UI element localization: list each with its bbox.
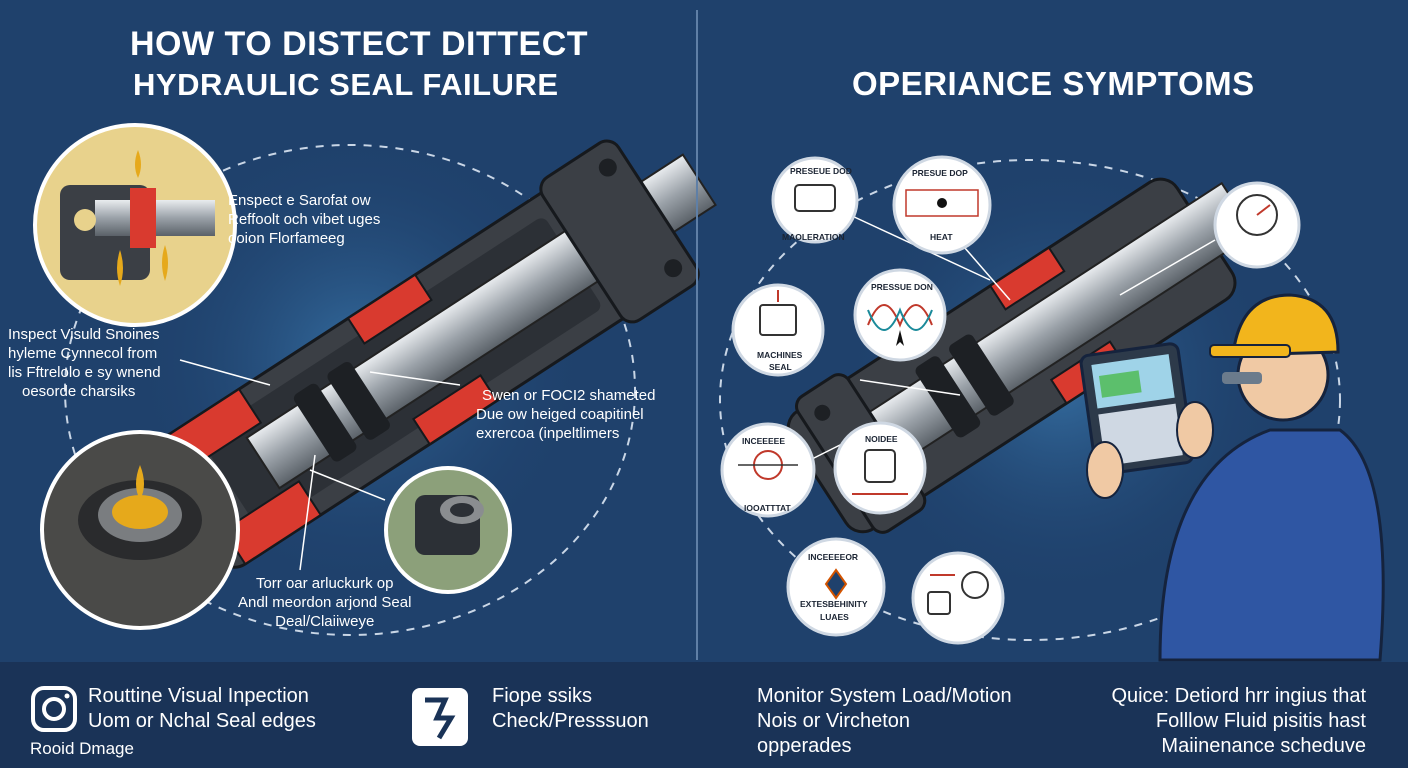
callout-line: Reffoolt och vibet uges (228, 211, 381, 228)
technician-figure (1079, 293, 1385, 662)
inset-leaking-rod (33, 123, 237, 327)
callout-line: hyleme Cynnecol from (8, 345, 158, 362)
callout-line: Due ow heiged coapitinel (476, 406, 644, 423)
callout-line: Torr oar arluckurk op (255, 575, 394, 592)
connector-line (369, 371, 461, 386)
connector-line (1119, 239, 1216, 296)
bubble-pressure-flow (911, 551, 1005, 645)
bubble-label: LUAES (820, 612, 849, 622)
footer-icons (31, 686, 468, 746)
bubble-machines-seal (731, 283, 825, 377)
camera-icon (31, 686, 77, 732)
footer-line: Routtine Visual Inpection (88, 685, 309, 707)
callout-line: Deal/Claiiweye (275, 613, 375, 630)
bubble-label: PRESSUE DON (871, 282, 933, 292)
bubble-label: HEAT (930, 232, 953, 242)
left-dashed-ring (64, 144, 636, 636)
right-dashed-ring (719, 159, 1341, 641)
footer-item-pressure-check: Fiope ssiks Check/Presssuon (492, 684, 649, 734)
connector-line (309, 469, 386, 501)
footer-line: Monitor System Load/Motion (757, 685, 1012, 707)
bubble-label: MAOLERATION (782, 232, 845, 242)
left-title-line2: HYDRAULIC SEAL FAILURE (133, 67, 559, 102)
footer-line: Uom or Nchal Seal edges (88, 710, 316, 732)
panel-divider (696, 10, 698, 660)
callout-left: Inspect Visuld Snoines hyleme Cynnecol f… (8, 325, 161, 401)
footer-line: Fiope ssiks (492, 685, 593, 707)
footer-bar (0, 662, 1408, 768)
bubble-increase-vibration (720, 422, 816, 518)
inset-damaged-seal (384, 466, 512, 594)
callout-bottom: Torr oar arluckurk op Andl meordon arjon… (238, 574, 411, 631)
bubble-label: INCEEEEOR (808, 552, 859, 562)
bubble-label: PRESUE DOP (912, 168, 968, 178)
bubble-pressure-drop-machine (771, 156, 859, 244)
callout-line: lis Fftrelolo e sy wnend (8, 364, 161, 381)
connector-line (299, 454, 316, 571)
right-title: OPERIANCE SYMPTOMS (852, 65, 1255, 102)
callout-line: Andl meordon arjond Seal (238, 594, 412, 611)
footer-line: Maiinenance scheduve (1161, 735, 1366, 757)
bubble-label: MACHINES (757, 350, 803, 360)
bubble-label: NOIDEE (865, 434, 898, 444)
footer-item-monitor-load: Monitor System Load/Motion Nois or Virch… (757, 684, 1012, 759)
pressure-gauge-icon (412, 688, 468, 746)
bubble-label: EXTESBEHINITY (800, 599, 868, 609)
connector-line (179, 359, 271, 386)
inset-oil-seal (40, 430, 240, 630)
bubble-label: IOOATTTAT (744, 503, 791, 513)
footer-line: Nois or Vircheton (757, 710, 911, 732)
bubble-gauge (1213, 181, 1301, 269)
callout-line: oesorde charsiks (22, 383, 136, 400)
callout-line: ooion Florfameeg (228, 230, 345, 247)
bubble-eccentricity (786, 537, 886, 637)
footer-item-maintenance: Quice: Detiord hrr ingius that Folllow F… (1094, 684, 1366, 759)
callout-right: Swen or FOCI2 shameted Due ow heiged coa… (468, 386, 655, 443)
connector-line (859, 379, 961, 396)
callout-top: Enspect e Sarofat ow Reffoolt och vibet … (228, 191, 380, 248)
bubble-pressure-heat (892, 155, 992, 255)
bubble-label: SEAL (769, 362, 792, 372)
callout-line: Swen or FOCI2 shameted (482, 387, 656, 404)
footer-line: opperades (757, 735, 852, 757)
bubble-label: PRESEUE DOD (790, 166, 852, 176)
footer-line: Check/Presssuon (492, 710, 649, 732)
bubble-pressure-down (853, 268, 947, 362)
bubble-noise (833, 421, 927, 515)
callout-line: Enspect e Sarofat ow (228, 192, 371, 209)
footer-line: Rooid Dmage (30, 739, 134, 758)
footer-line: Folllow Fluid pisitis hast (1155, 710, 1366, 732)
footer-line: Quice: Detiord hrr ingius that (1111, 685, 1366, 707)
left-title-line1: HOW TO DISTECT DITTECT (130, 25, 589, 63)
footer-item-visual-inspection: Routtine Visual Inpection Uom or Nchal S… (88, 684, 316, 734)
callout-line: Inspect Visuld Snoines (8, 326, 160, 343)
bubble-label: INCEEEEE (742, 436, 785, 446)
callout-line: exrercoa (inpeltlimers (476, 425, 620, 442)
